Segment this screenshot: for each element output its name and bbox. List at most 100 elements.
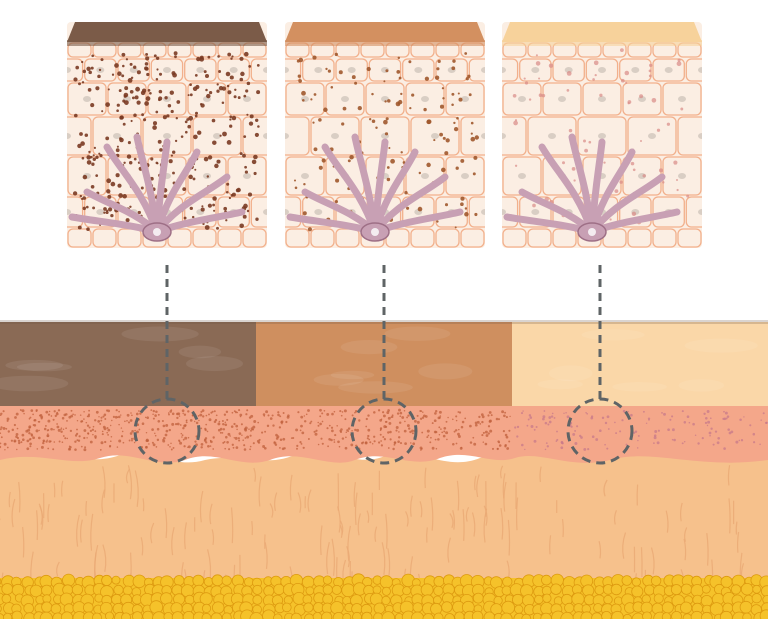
dermis-fiber [679, 502, 683, 522]
dermis-fiber [184, 522, 187, 550]
melanin-dot [28, 431, 31, 435]
melanin-dot [337, 440, 340, 444]
fat-cell [221, 575, 232, 586]
cell-nucleus [113, 133, 121, 139]
melanin-dot [32, 413, 34, 416]
cell-nucleus [502, 209, 506, 215]
skin-cell [502, 116, 527, 156]
cell-nucleus [263, 209, 267, 215]
skin-cell [285, 116, 310, 156]
melanin-granule [460, 202, 464, 207]
melanin-dot [434, 409, 438, 413]
melanin-dot [317, 421, 319, 424]
fat-cell [322, 584, 333, 595]
melanin-granule [122, 64, 125, 68]
melanin-granule [631, 211, 637, 216]
melanocyte-dendrite [588, 148, 636, 236]
melanin-dot [671, 428, 675, 432]
melanin-dot [416, 414, 419, 417]
melanin-granule [106, 178, 112, 184]
cell-nucleus [213, 133, 221, 139]
melanin-dot [437, 416, 441, 420]
melanin-dot [673, 438, 676, 442]
melanin-dot [667, 428, 670, 432]
melanin-dot [367, 414, 370, 417]
magnify-circle-icon [133, 397, 201, 465]
melanin-dot [331, 412, 334, 416]
melanin-granule [676, 61, 682, 67]
melanin-dot [49, 440, 52, 443]
melanin-granule [313, 147, 318, 152]
melanin-dot [395, 429, 398, 432]
melanin-dot [155, 446, 158, 448]
melanin-dot [419, 417, 423, 420]
fat-cell [420, 583, 434, 597]
melanin-granule [464, 52, 468, 55]
melanin-dot [716, 441, 720, 445]
melanin-dot [6, 417, 10, 421]
melanin-dot [145, 439, 149, 443]
skin-cell [677, 116, 702, 156]
melanin-granule [194, 168, 197, 171]
melanin-dot [130, 437, 134, 440]
melanin-granule [194, 74, 198, 77]
melanin-dot [317, 443, 320, 446]
melanin-dot [546, 445, 549, 448]
melanin-granule [244, 51, 249, 57]
melanin-granule [216, 159, 221, 164]
melanin-granule [599, 93, 603, 97]
melanin-dot [505, 416, 508, 419]
tone-flake [581, 329, 645, 341]
fat-cell [290, 612, 302, 619]
melanin-dot [66, 419, 68, 422]
melanin-dot [27, 428, 31, 432]
fat-cell [173, 575, 185, 586]
melanin-granule [183, 216, 187, 220]
melanin-granule [136, 70, 141, 75]
dermis-fiber [36, 510, 39, 541]
melanin-dot [565, 411, 567, 414]
melanin-granule [251, 159, 257, 165]
melanin-dot [379, 433, 382, 436]
melanin-dot [380, 444, 384, 447]
melanin-granule [90, 155, 93, 159]
melanin-granule [406, 206, 410, 210]
cell-nucleus [67, 67, 71, 73]
melanin-dot [21, 409, 25, 413]
tone-flake [178, 345, 222, 359]
cell-nucleus [196, 67, 205, 73]
melanin-dot [44, 424, 47, 427]
dermis-fiber [127, 465, 133, 500]
melanin-dot [548, 420, 552, 424]
melanin-dot [36, 448, 39, 450]
melanin-granule [119, 115, 124, 120]
dermis-fiber [56, 561, 60, 577]
cell-nucleus [163, 67, 171, 73]
fat-cell [700, 611, 713, 619]
melanin-dot [469, 424, 472, 428]
melanin-dot [543, 410, 546, 412]
fat-cell [192, 574, 205, 587]
melanin-dot [309, 422, 312, 425]
melanin-granule [566, 71, 572, 76]
melanin-dot [420, 449, 422, 451]
melanin-dot [151, 428, 154, 431]
melanin-dot [70, 409, 73, 412]
melanin-dot [182, 427, 185, 430]
fat-cell [534, 594, 544, 605]
melanin-dot [187, 436, 190, 439]
melanin-granule [457, 92, 460, 95]
melanin-dot [250, 414, 254, 418]
melanin-dot [382, 411, 385, 414]
melanin-dot [139, 412, 142, 415]
fat-cell [622, 613, 632, 619]
fat-cell [41, 601, 53, 613]
melanin-dot [50, 427, 53, 431]
melanin-dot [182, 412, 184, 415]
melanin-granule [200, 207, 205, 212]
melanin-dot [469, 441, 473, 444]
melanin-dot [447, 416, 449, 419]
melanin-dot [60, 430, 63, 433]
melanin-dot [403, 429, 407, 433]
skin-cell [627, 228, 652, 248]
